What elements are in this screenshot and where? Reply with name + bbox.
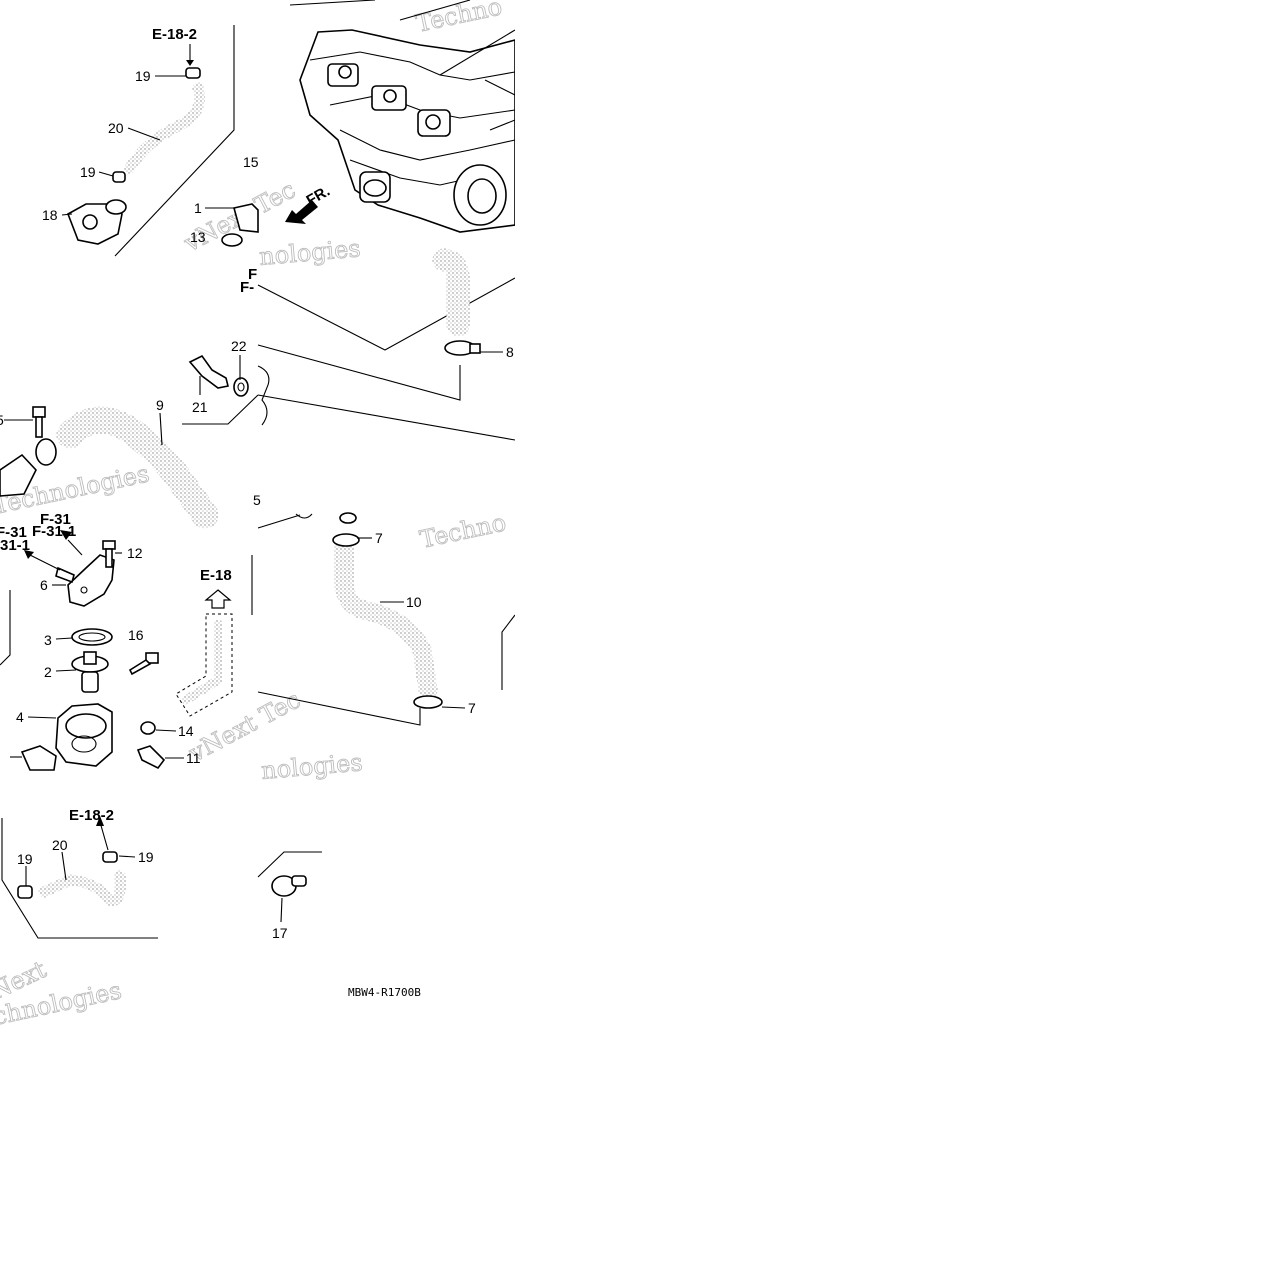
callout-7: 7 bbox=[375, 530, 383, 546]
hose-part-8 bbox=[432, 248, 481, 356]
reference-labels: E-18-2 E-18 E-18-2 F-31 F-31-1 F-31 31-1… bbox=[0, 26, 257, 824]
water-outlet-part-18 bbox=[67, 199, 127, 245]
thermostat-housing-part-4 bbox=[55, 703, 113, 767]
clamp-near-9 bbox=[35, 438, 57, 466]
washer-part-22 bbox=[233, 377, 249, 397]
ref-f31-left: F-31 bbox=[0, 524, 27, 541]
callout-3: 3 bbox=[44, 632, 52, 648]
callout-19: 19 bbox=[138, 849, 154, 865]
part-code: MBW4-R1700B bbox=[348, 986, 421, 999]
ref-f-panel-b: F- bbox=[240, 279, 254, 296]
callout-5-fragment: 5 bbox=[253, 492, 261, 508]
clamp-part-17 bbox=[271, 875, 307, 897]
leader-lines bbox=[4, 44, 503, 923]
callout-15: 15 bbox=[243, 154, 259, 170]
hose-part-20-top bbox=[124, 82, 205, 174]
ref-e18: E-18 bbox=[200, 567, 232, 584]
hose-part-20-bottom bbox=[17, 851, 126, 906]
callout-19: 19 bbox=[17, 851, 33, 867]
bolt-part-12 bbox=[102, 540, 116, 568]
callout-12: 12 bbox=[127, 545, 143, 561]
hose-part-10 bbox=[295, 512, 443, 709]
sensor-part-21 bbox=[188, 354, 229, 389]
bolt-part-5 bbox=[32, 406, 46, 438]
clamp-part-14 bbox=[140, 721, 156, 735]
callout-18: 18 bbox=[42, 207, 58, 223]
callout-17: 17 bbox=[272, 925, 288, 941]
ref-f31: F-31 bbox=[40, 511, 71, 528]
thermostat-cover-part-6 bbox=[55, 554, 115, 607]
thermostat-part-2 bbox=[71, 651, 109, 693]
ref-f-panel-a: F bbox=[248, 266, 257, 283]
callout-9: 9 bbox=[156, 397, 164, 413]
callout-1: 1 bbox=[194, 200, 202, 216]
callout-6: 6 bbox=[40, 577, 48, 593]
callout-2: 2 bbox=[44, 664, 52, 680]
ref-e18-2-bottom: E-18-2 bbox=[69, 807, 114, 824]
pipe-fragment bbox=[257, 365, 270, 426]
hose-reference-e18 bbox=[175, 589, 233, 717]
callout-10: 10 bbox=[406, 594, 422, 610]
bolt-part-16 bbox=[128, 652, 159, 676]
gasket-part-5 bbox=[20, 745, 57, 771]
callout-19: 19 bbox=[80, 164, 96, 180]
ref-e18-2-top: E-18-2 bbox=[152, 26, 197, 43]
callout-14: 14 bbox=[178, 723, 194, 739]
part-1-fragment bbox=[221, 203, 259, 247]
callout-19: 19 bbox=[135, 68, 151, 84]
callout-8: 8 bbox=[506, 344, 514, 360]
watermark-text: Techno bbox=[417, 508, 508, 554]
callout-4: 4 bbox=[16, 709, 24, 725]
callout-20: 20 bbox=[108, 120, 124, 136]
callout-22: 22 bbox=[231, 338, 247, 354]
watermark-text: nologies bbox=[258, 234, 362, 271]
pipe-stub-left bbox=[0, 453, 37, 497]
callout-21: 21 bbox=[192, 399, 208, 415]
ref-f31-1: F-31-1 bbox=[32, 523, 76, 540]
ref-f31-1-left: 31-1 bbox=[0, 537, 30, 554]
sensor-part-11 bbox=[136, 745, 166, 770]
callout-20: 20 bbox=[52, 837, 68, 853]
panel-borders bbox=[0, 0, 516, 939]
clamp-part-19 bbox=[112, 67, 201, 183]
engine-block bbox=[299, 0, 516, 233]
callout-5: 5 bbox=[0, 412, 4, 428]
oring-part-3 bbox=[71, 628, 113, 646]
callout-16: 16 bbox=[128, 627, 144, 643]
callout-7: 7 bbox=[468, 700, 476, 716]
callout-11: 11 bbox=[186, 750, 201, 766]
watermark-text: nologies bbox=[260, 748, 364, 785]
hose-part-9 bbox=[56, 406, 219, 529]
watermark-text: Techno bbox=[413, 0, 504, 38]
callout-numbers: 19 20 19 18 15 1 13 8 22 21 9 5 5 12 6 3… bbox=[0, 68, 514, 941]
callout-13: 13 bbox=[190, 229, 206, 245]
